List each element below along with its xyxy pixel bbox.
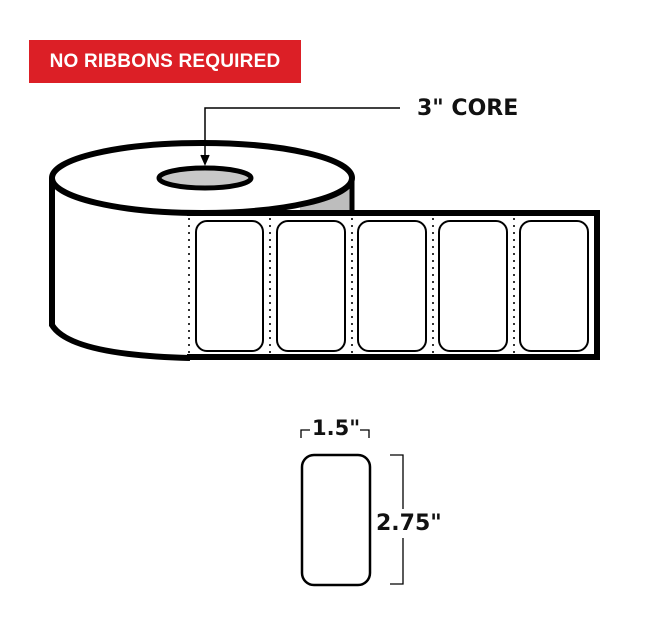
label-width: 1.5" bbox=[312, 416, 361, 440]
label-height: 2.75" bbox=[376, 509, 442, 538]
label-strip bbox=[187, 210, 600, 360]
label-5 bbox=[519, 220, 589, 352]
label-2 bbox=[276, 220, 346, 352]
label-roll bbox=[49, 140, 355, 361]
label-dimension-detail bbox=[300, 429, 404, 587]
label-4 bbox=[438, 220, 508, 352]
no-ribbons-badge: NO RIBBONS REQUIRED bbox=[29, 40, 301, 83]
core-size-label: 3" CORE bbox=[417, 96, 519, 121]
single-label bbox=[300, 453, 372, 587]
label-3 bbox=[357, 220, 427, 352]
core-callout-arrow-icon bbox=[200, 107, 400, 166]
label-1 bbox=[195, 220, 264, 352]
core-hole bbox=[156, 165, 254, 191]
